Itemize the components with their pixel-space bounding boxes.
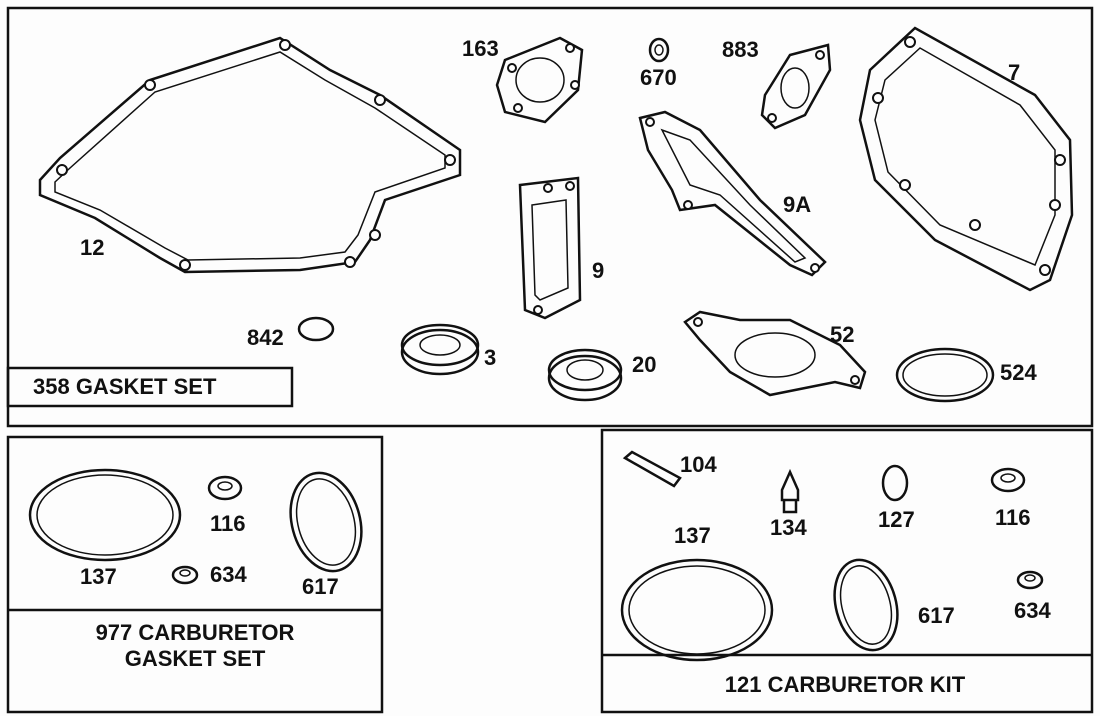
label-137: 137	[674, 523, 711, 548]
gasket-set-title-box	[6, 366, 294, 408]
label-634: 634	[210, 562, 247, 587]
part-670-seal	[648, 37, 670, 63]
gasket-set-title: 358 GASKET SET	[33, 374, 217, 399]
label-9a: 9A	[783, 192, 811, 217]
part-137-o-ring	[620, 558, 774, 662]
part-116-washer	[207, 475, 243, 501]
label-163: 163	[462, 36, 499, 61]
part-20-seal	[547, 348, 623, 402]
label-104: 104	[680, 452, 717, 477]
label-116: 116	[210, 511, 246, 536]
carb-kit-panel	[600, 428, 1094, 714]
label-3: 3	[484, 345, 496, 370]
part-116-washer	[990, 467, 1026, 493]
part-137-o-ring	[28, 468, 182, 562]
part-7-head-gasket	[858, 26, 1074, 292]
label-116: 116	[995, 505, 1031, 530]
part-634-washer	[171, 565, 199, 585]
label-842: 842	[247, 325, 284, 350]
part-9a-gasket	[638, 110, 827, 277]
label-617: 617	[918, 603, 955, 628]
part-617-o-ring	[833, 558, 899, 652]
label-52: 52	[830, 322, 854, 347]
label-127: 127	[878, 507, 915, 532]
label-670: 670	[640, 65, 677, 90]
label-20: 20	[632, 352, 656, 377]
part-9-gasket	[518, 176, 582, 320]
part-883-gasket	[760, 43, 832, 130]
carb-gasket-set-title-line1: 977 CARBURETOR	[96, 620, 295, 645]
part-12-crankcase-gasket	[38, 36, 462, 274]
label-7: 7	[1008, 60, 1020, 85]
label-134: 134	[770, 515, 807, 540]
part-127-plug	[881, 464, 909, 502]
label-634: 634	[1014, 598, 1051, 623]
part-3-seal	[400, 323, 480, 376]
label-137: 137	[80, 564, 117, 589]
carb-kit-title: 121 CARBURETOR KIT	[725, 672, 966, 697]
part-524-o-ring	[895, 347, 995, 403]
part-104-pin	[622, 450, 682, 488]
part-634-washer	[1016, 570, 1044, 590]
label-12: 12	[80, 235, 104, 260]
part-134-needle-valve	[780, 468, 800, 514]
part-52-gasket	[683, 310, 867, 397]
carb-gasket-set-title-line2: GASKET SET	[125, 646, 266, 671]
part-617-o-ring	[289, 471, 363, 573]
part-163-gasket	[495, 36, 584, 124]
carb-gasket-set-panel	[6, 435, 384, 714]
label-883: 883	[722, 37, 759, 62]
label-617: 617	[302, 574, 339, 599]
label-524: 524	[1000, 360, 1037, 385]
gasket-set-panel	[6, 6, 1094, 428]
label-9: 9	[592, 258, 604, 283]
part-842-o-ring	[297, 316, 335, 342]
